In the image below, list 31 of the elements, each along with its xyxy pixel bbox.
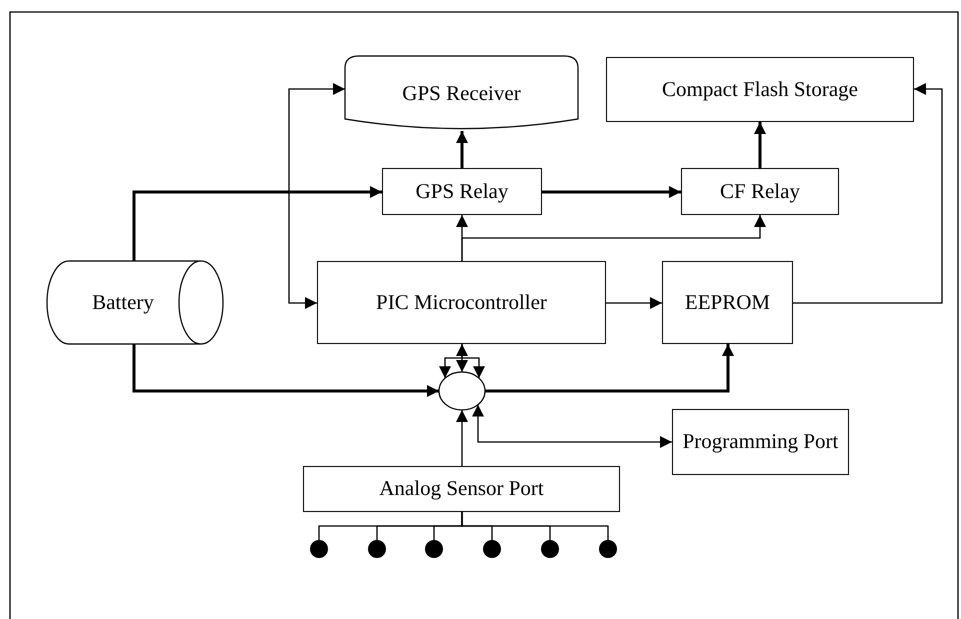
arrow bbox=[456, 131, 468, 168]
block-box bbox=[672, 409, 849, 475]
block-box bbox=[317, 261, 606, 344]
arrow bbox=[606, 297, 662, 309]
block-label: Compact Flash Storage bbox=[662, 76, 858, 102]
block-box bbox=[303, 466, 620, 512]
block-box bbox=[662, 261, 793, 344]
arrow bbox=[461, 215, 766, 261]
arrow bbox=[754, 122, 766, 168]
block-label: CF Relay bbox=[720, 178, 800, 204]
block-box bbox=[382, 168, 542, 215]
block-label: Programming Port bbox=[682, 429, 838, 455]
block-label: PIC Microcontroller bbox=[376, 290, 547, 316]
arrow bbox=[793, 83, 943, 304]
arrow bbox=[461, 344, 485, 378]
block-label: GPS Receiver bbox=[402, 80, 521, 106]
arrow bbox=[542, 186, 681, 198]
block-label: EEPROM bbox=[684, 290, 770, 316]
arrow bbox=[456, 410, 468, 466]
block-label: GPS Relay bbox=[416, 178, 508, 204]
arrow bbox=[456, 344, 468, 372]
arrow bbox=[472, 404, 672, 448]
arrow bbox=[485, 344, 734, 392]
block-box bbox=[606, 57, 914, 122]
block-label: Analog Sensor Port bbox=[379, 476, 544, 502]
block-box bbox=[681, 168, 839, 215]
block-label: Battery bbox=[92, 290, 154, 316]
arrow bbox=[132, 344, 439, 397]
arrow bbox=[288, 83, 345, 309]
connector-line bbox=[461, 512, 609, 540]
arrow bbox=[132, 186, 382, 261]
